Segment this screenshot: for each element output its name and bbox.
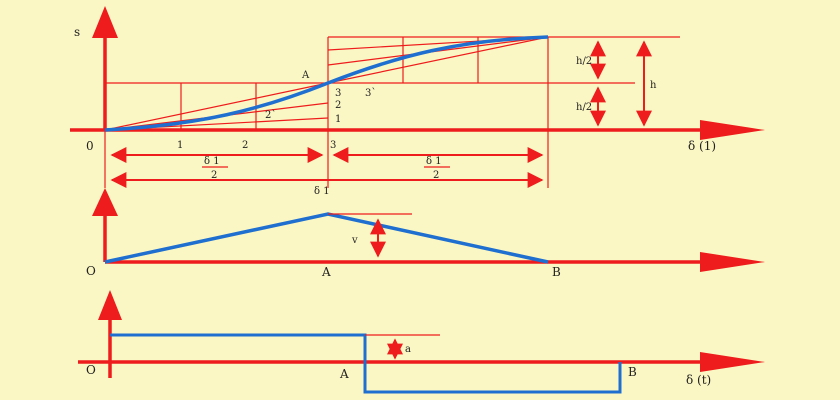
displacement-curve xyxy=(104,35,549,132)
displacement-panel: s 0 A 1 2 3 3 2 1 3` 2` δ (1) δ 1 2 δ 1 … xyxy=(70,6,765,197)
tick-label-3: 3 xyxy=(330,140,336,151)
ray-label-1: 1 xyxy=(335,114,341,125)
delta-axis-arrowhead xyxy=(700,120,765,140)
a-dim-label: a xyxy=(405,344,411,355)
ray-label-2: 2 xyxy=(335,100,341,111)
span-half-right-den: 2 xyxy=(433,170,439,181)
delta-axis-label: δ (1) xyxy=(688,139,716,153)
s-axis-label: s xyxy=(74,25,80,39)
a-origin-label: O xyxy=(86,363,96,377)
ray-6 xyxy=(327,36,549,84)
v-axis-arrowhead xyxy=(92,188,118,216)
v-point-b-label: B xyxy=(552,265,561,279)
a-axis-arrowhead xyxy=(98,290,122,320)
ray-3 xyxy=(104,82,329,131)
velocity-curve xyxy=(104,212,549,264)
velocity-dim-label: v xyxy=(351,235,358,246)
ray-label-2-primed: 2` xyxy=(265,110,276,121)
ray-label-3-primed: 3` xyxy=(365,88,376,99)
point-a-label: A xyxy=(301,70,310,81)
acceleration-panel: a O A B δ (t) xyxy=(78,290,765,394)
tick-label-1: 1 xyxy=(177,140,183,151)
a-delta-axis-arrowhead xyxy=(700,352,765,372)
right-dim-top-label: h/2 xyxy=(576,56,592,67)
span-half-left-den: 2 xyxy=(211,170,217,181)
a-delta-axis-label: δ (t) xyxy=(686,373,711,387)
tick-label-2: 2 xyxy=(242,140,248,151)
span-total-label: δ 1 xyxy=(314,186,330,197)
velocity-panel: v O A B xyxy=(86,188,765,279)
v-origin-label: O xyxy=(86,264,96,278)
right-dim-bottom-label: h/2 xyxy=(576,102,592,113)
ray-label-3: 3 xyxy=(335,88,341,99)
span-half-right-label: δ 1 xyxy=(426,156,442,167)
span-half-left-label: δ 1 xyxy=(204,156,220,167)
origin-label: 0 xyxy=(86,139,94,153)
s-axis-arrowhead xyxy=(92,6,118,38)
v-point-a-label: A xyxy=(321,265,331,279)
right-dim-total-label: h xyxy=(650,80,657,91)
acceleration-curve xyxy=(110,333,622,394)
v-delta-axis-arrowhead xyxy=(700,252,765,272)
a-point-b-label: B xyxy=(628,365,637,379)
a-point-a-label: A xyxy=(339,367,349,381)
